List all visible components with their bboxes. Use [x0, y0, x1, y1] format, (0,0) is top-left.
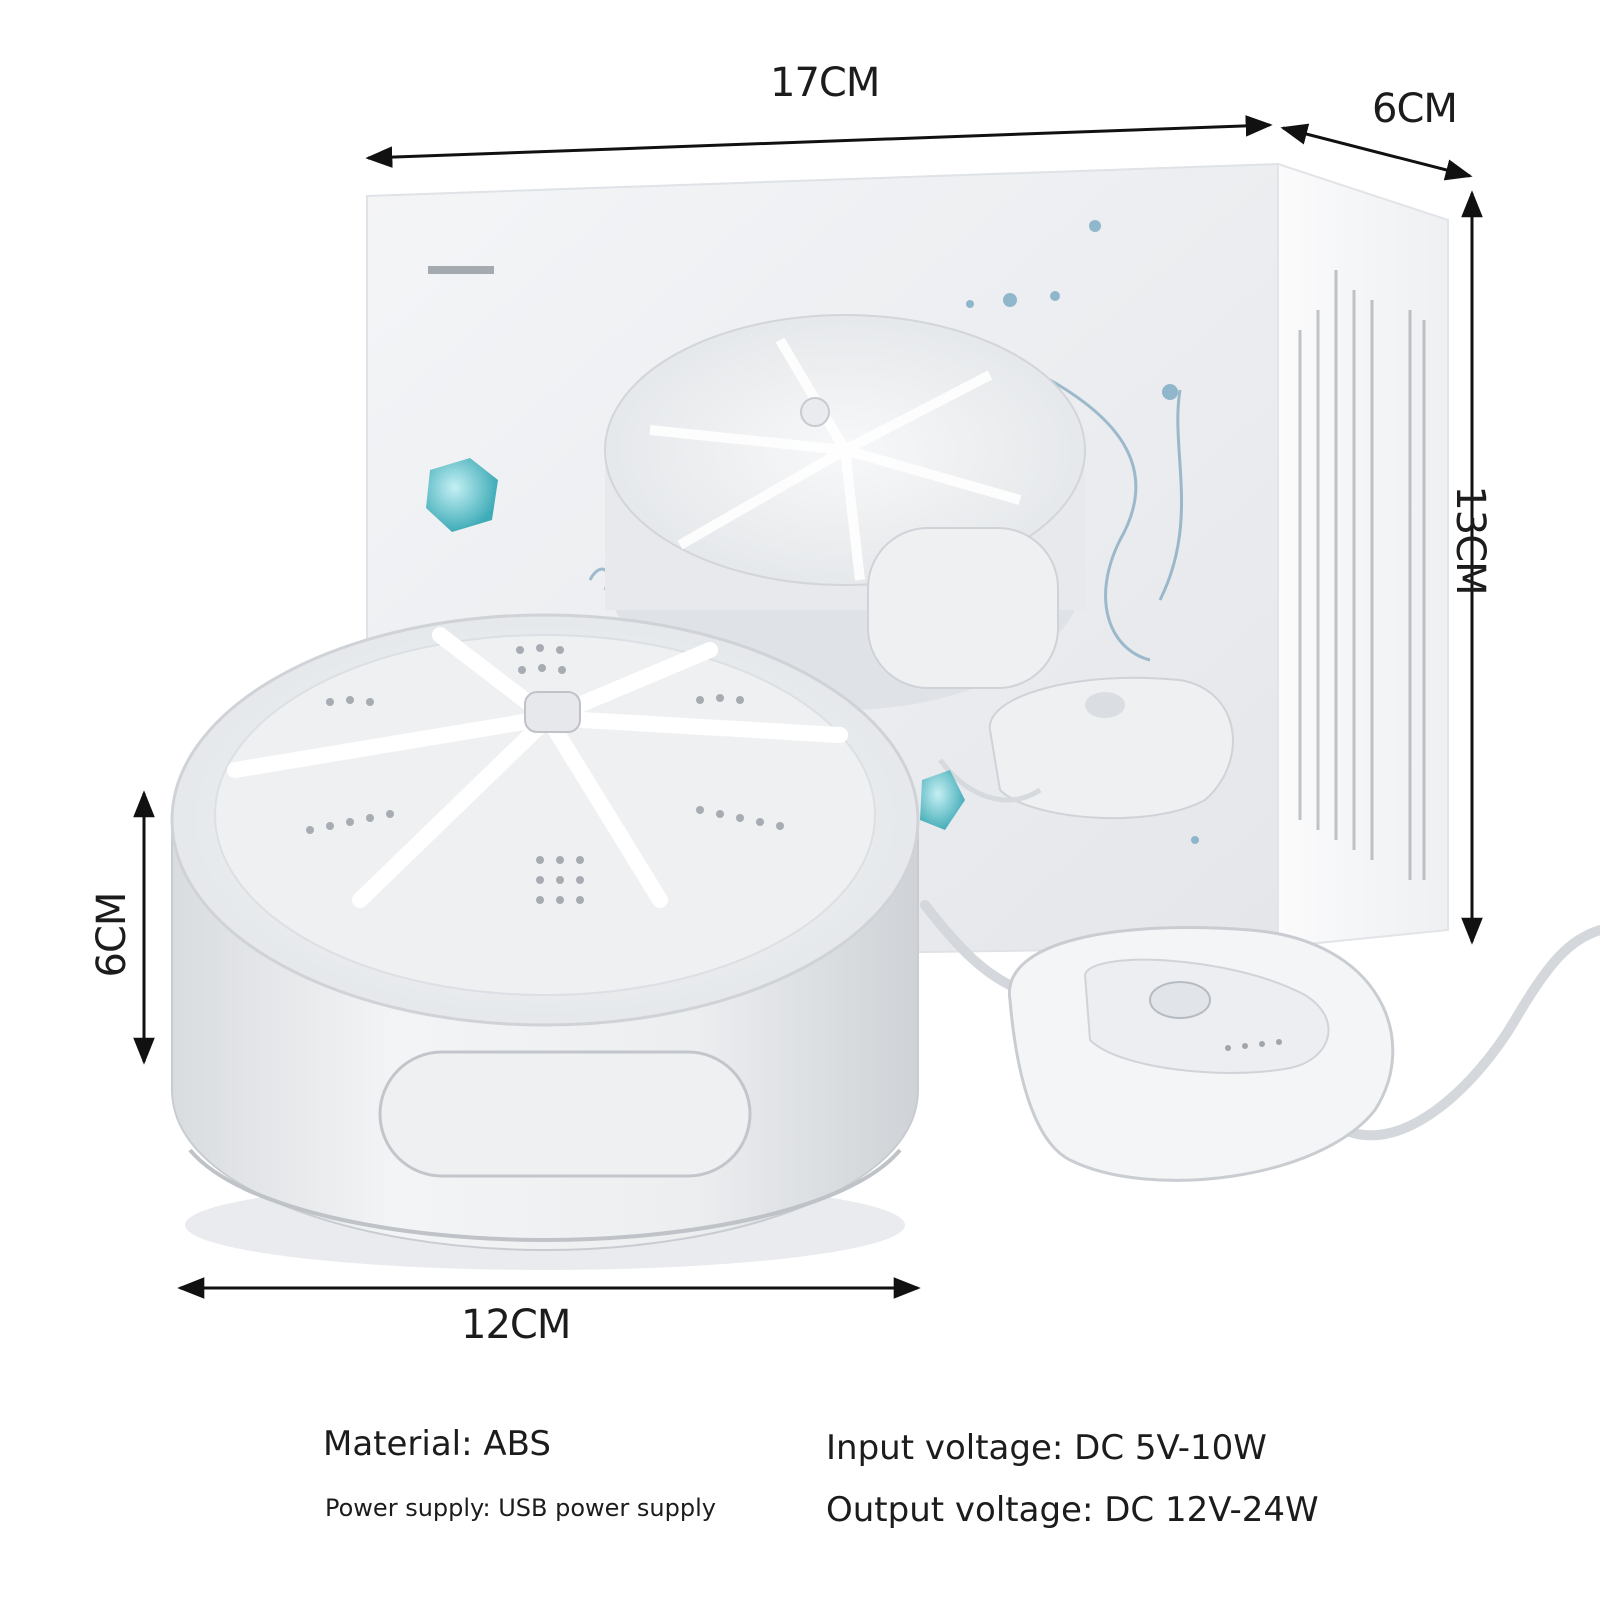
controller-unit — [920, 900, 1600, 1182]
spec-material: Material: ABS — [323, 1424, 551, 1464]
spec-output-voltage: Output voltage: DC 12V-24W — [826, 1490, 1319, 1530]
power-button — [1149, 981, 1211, 1019]
mini-washer — [170, 613, 920, 1270]
box-side-face — [1277, 162, 1449, 949]
label-box-depth: 6CM — [1372, 86, 1458, 132]
controller-top-panel — [1083, 958, 1330, 1074]
washer-front-panel — [378, 1050, 752, 1178]
arrow-box-width — [365, 115, 1273, 168]
washer-holes — [306, 644, 784, 904]
label-box-height: 13CM — [1447, 485, 1493, 595]
crystal-icon — [426, 458, 498, 532]
arrow-box-depth — [1280, 123, 1473, 181]
dimension-arrows — [133, 115, 1483, 1299]
controller-cable — [920, 900, 1600, 1141]
spec-input-voltage: Input voltage: DC 5V-10W — [826, 1428, 1267, 1468]
box-logo-mark — [428, 266, 494, 274]
washer-base-band — [188, 1148, 902, 1243]
washer-impeller-blades — [227, 627, 848, 908]
box-side-print — [1298, 270, 1426, 880]
label-washer-height: 6CM — [89, 892, 135, 978]
controller-indicator-lights — [1225, 1039, 1282, 1051]
spec-power-supply: Power supply: USB power supply — [325, 1494, 716, 1522]
washer-center-knob — [524, 691, 581, 733]
water-droplets — [966, 220, 1199, 844]
label-washer-diameter: 12CM — [461, 1302, 571, 1348]
washer-rim-inner — [214, 634, 876, 996]
label-box-width: 17CM — [770, 60, 880, 106]
